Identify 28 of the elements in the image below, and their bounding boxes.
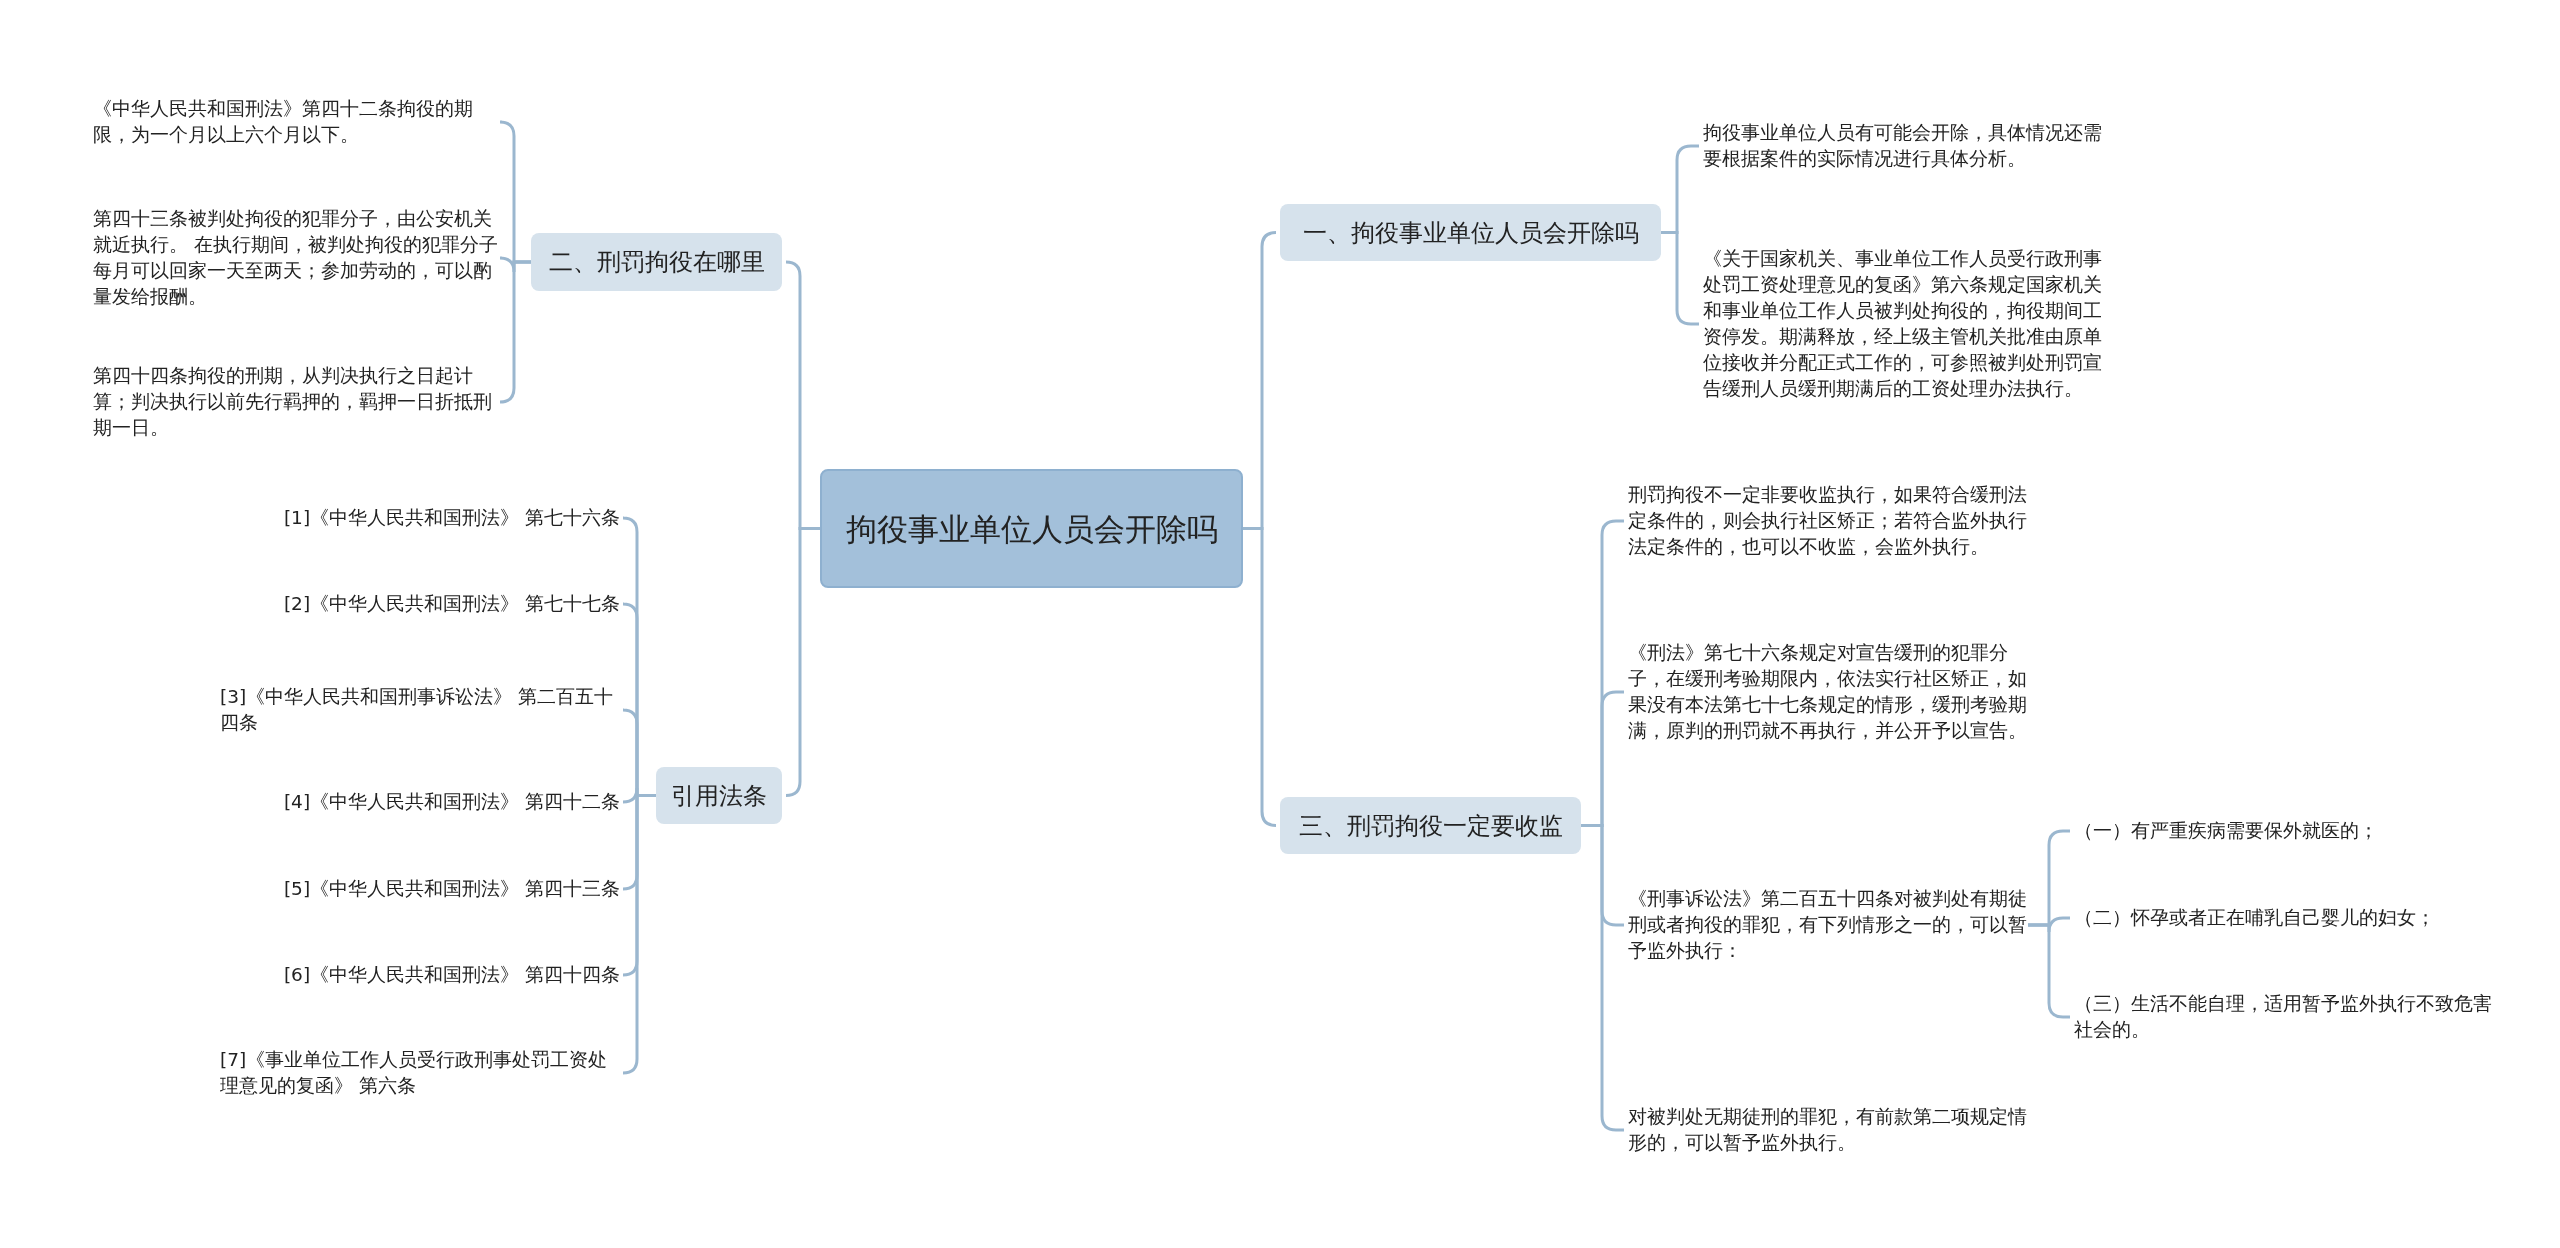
subtopic-text: [5]《中华人民共和国刑法》 第四十三条 bbox=[283, 876, 620, 902]
subtopic-text: 拘役事业单位人员有可能会开除，具体情况还需要根据案件的实际情况进行具体分析。 bbox=[1703, 120, 2103, 172]
subtopic-text: （一）有严重疾病需要保外就医的； bbox=[2074, 818, 2494, 844]
topic-box: 二、刑罚拘役在哪里 bbox=[531, 233, 782, 291]
subtopic-text: 对被判处无期徒刑的罪犯，有前款第二项规定情形的，可以暂予监外执行。 bbox=[1628, 1104, 2028, 1156]
subtopic-text: 第四十三条被判处拘役的犯罪分子，由公安机关就近执行。 在执行期间，被判处拘役的犯罪分子每月可以回家一天至两天；参加劳动的，可以酌量发给报酬。 bbox=[93, 206, 498, 310]
subtopic-text: 第四十四条拘役的刑期，从判决执行之日起计算；判决执行以前先行羁押的，羁押一日折抵刑期一日。 bbox=[93, 363, 498, 441]
subtopic-text: [7]《事业单位工作人员受行政刑事处罚工资处理意见的复函》 第六条 bbox=[220, 1047, 620, 1099]
subtopic-text: 《中华人民共和国刑法》第四十二条拘役的期限，为一个月以上六个月以下。 bbox=[93, 96, 498, 148]
subtopic-text: [1]《中华人民共和国刑法》 第七十六条 bbox=[283, 505, 620, 531]
subtopic-text: [2]《中华人民共和国刑法》 第七十七条 bbox=[283, 591, 620, 617]
subtopic-text: 刑罚拘役不一定非要收监执行，如果符合缓刑法定条件的，则会执行社区矫正；若符合监外执行法定条件的，也可以不收监，会监外执行。 bbox=[1628, 482, 2028, 560]
connector-line bbox=[498, 260, 531, 404]
subtopic-text: 《刑事诉讼法》第二百五十四条对被判处有期徒刑或者拘役的罪犯，有下列情形之一的，可以暂予监外执行： bbox=[1628, 886, 2028, 964]
topic-box: 三、刑罚拘役一定要收监 bbox=[1280, 797, 1581, 854]
connector-line bbox=[621, 794, 656, 1075]
topic-box: 一、拘役事业单位人员会开除吗 bbox=[1280, 204, 1661, 261]
subtopic-text: [4]《中华人民共和国刑法》 第四十二条 bbox=[283, 789, 620, 815]
subtopic-text: [3]《中华人民共和国刑事诉讼法》 第二百五十四条 bbox=[220, 684, 620, 736]
central-topic-box: 拘役事业单位人员会开除吗 bbox=[820, 469, 1243, 588]
subtopic-text: [6]《中华人民共和国刑法》 第四十四条 bbox=[283, 962, 620, 988]
topic-box: 引用法条 bbox=[656, 767, 782, 824]
subtopic-text: 《刑法》第七十六条规定对宣告缓刑的犯罪分子，在缓刑考验期限内，依法实行社区矫正，如果没有本法第七十七条规定的情形，缓刑考验期满，原判的刑罚就不再执行，并公开予以宣告。 bbox=[1628, 640, 2028, 744]
connector-line bbox=[784, 527, 820, 797]
subtopic-text: （二）怀孕或者正在哺乳自己婴儿的妇女； bbox=[2074, 905, 2494, 931]
connector-line bbox=[1243, 527, 1278, 827]
subtopic-text: （三）生活不能自理，适用暂予监外执行不致危害社会的。 bbox=[2074, 991, 2494, 1043]
subtopic-text: 《关于国家机关、事业单位工作人员受行政刑事处罚工资处理意见的复函》第六条规定国家机关和事业单位工作人员被判处拘役的，拘役期间工资停发。期满释放，经上级主管机关批准由原单位接收并分配正式工作的，可参照被判处刑罚宣告缓刑人员缓刑期满后的工资处理办法执行。 bbox=[1703, 246, 2103, 402]
